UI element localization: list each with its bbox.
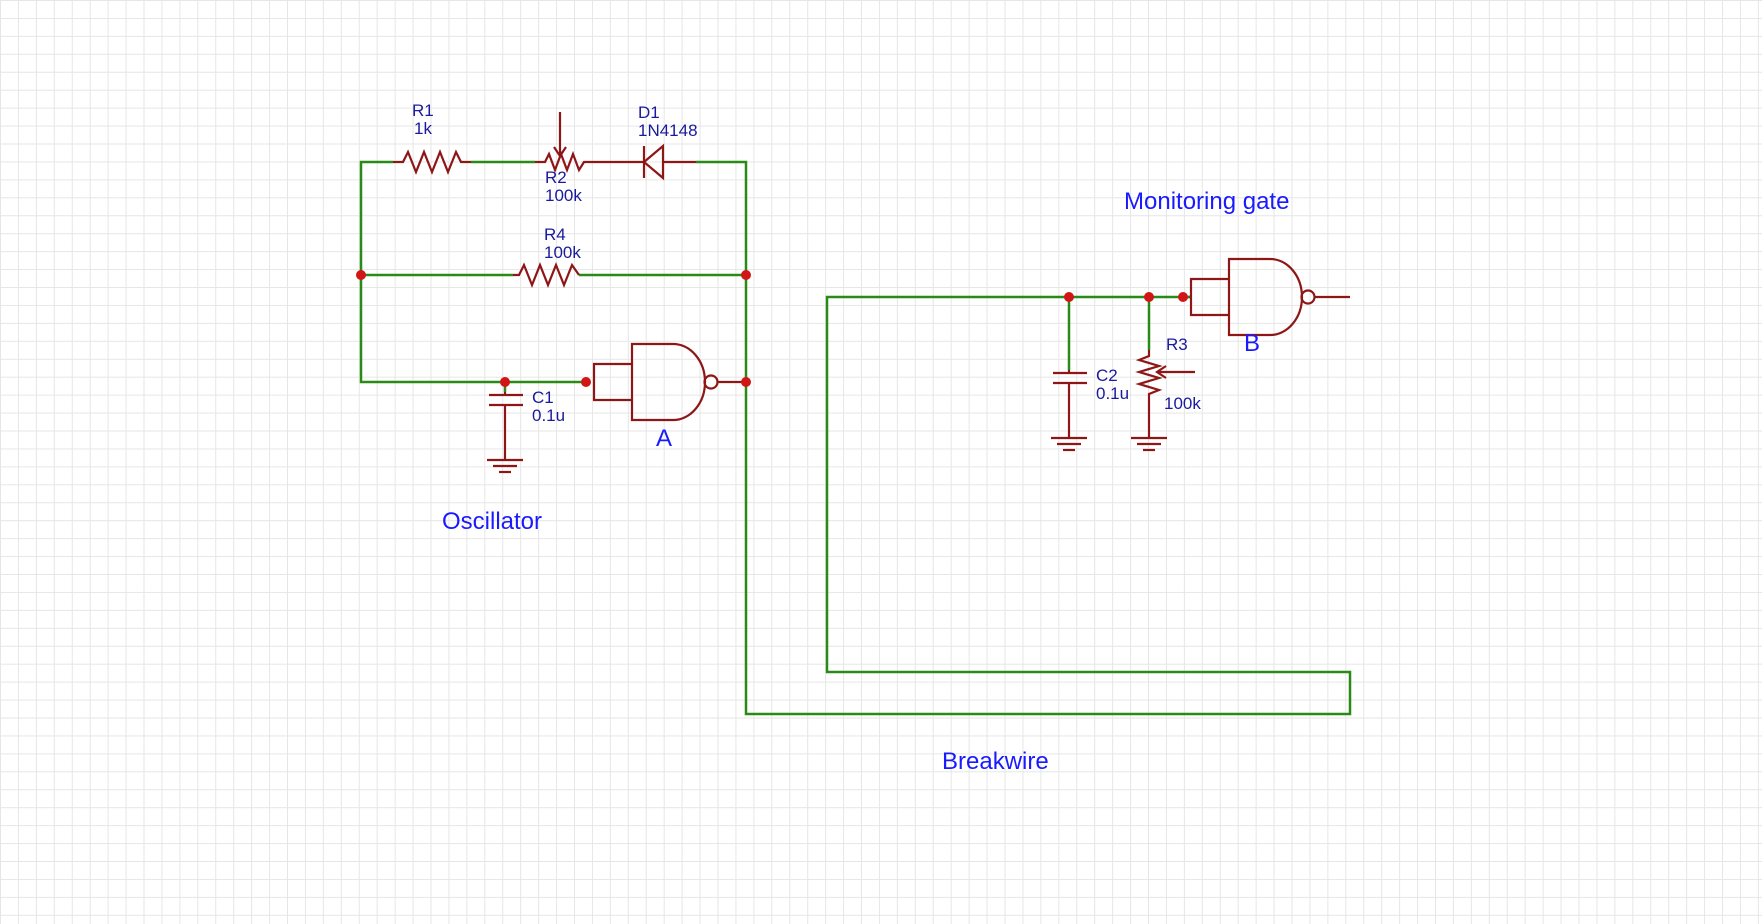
- junction-dot: [356, 270, 366, 280]
- wire-d1-right-rail[interactable]: [696, 160, 1352, 716]
- nand-gate-b[interactable]: B: [1183, 257, 1350, 357]
- oscillator-label: Oscillator: [442, 508, 542, 535]
- r4-ref: R4: [544, 225, 566, 244]
- nand-gate-a[interactable]: A: [592, 342, 746, 452]
- monitoring-gate-label: Monitoring gate: [1124, 188, 1289, 215]
- c2-value: 0.1u: [1096, 384, 1129, 403]
- junction-dot: [741, 270, 751, 280]
- capacitor-c2[interactable]: C2 0.1u: [1051, 366, 1129, 452]
- r4-value: 100k: [544, 243, 581, 262]
- junction-dot: [581, 377, 591, 387]
- diode-d1[interactable]: D1 1N4148: [596, 103, 698, 181]
- junction-dot: [741, 377, 751, 387]
- capacitor-c1[interactable]: C1 0.1u: [487, 388, 565, 474]
- r2-ref: R2: [545, 168, 567, 187]
- junction-dot: [1144, 292, 1154, 302]
- potentiometer-r3[interactable]: R3 100k: [1131, 335, 1201, 452]
- wires: [359, 160, 1352, 716]
- r3-ref: R3: [1166, 335, 1188, 354]
- gate-a-ref: A: [656, 425, 672, 452]
- junction-dot: [1178, 292, 1188, 302]
- gate-b-ref: B: [1244, 330, 1260, 357]
- junction-dot: [1064, 292, 1074, 302]
- r1-ref: R1: [412, 101, 434, 120]
- potentiometer-r2[interactable]: R2 100k: [535, 112, 596, 205]
- breakwire-label: Breakwire: [942, 748, 1049, 775]
- wire-left-rail[interactable]: [359, 160, 515, 384]
- d1-value: 1N4148: [638, 121, 698, 140]
- junction-dot: [500, 377, 510, 387]
- c2-ref: C2: [1096, 366, 1118, 385]
- c1-ref: C1: [532, 388, 554, 407]
- r3-value: 100k: [1164, 394, 1201, 413]
- r1-value: 1k: [414, 119, 432, 138]
- junctions: [356, 270, 1188, 387]
- resistor-r4[interactable]: R4 100k: [513, 225, 581, 288]
- resistor-r1[interactable]: R1 1k: [393, 101, 471, 175]
- r2-value: 100k: [545, 186, 582, 205]
- d1-ref: D1: [638, 103, 660, 122]
- c1-value: 0.1u: [532, 406, 565, 425]
